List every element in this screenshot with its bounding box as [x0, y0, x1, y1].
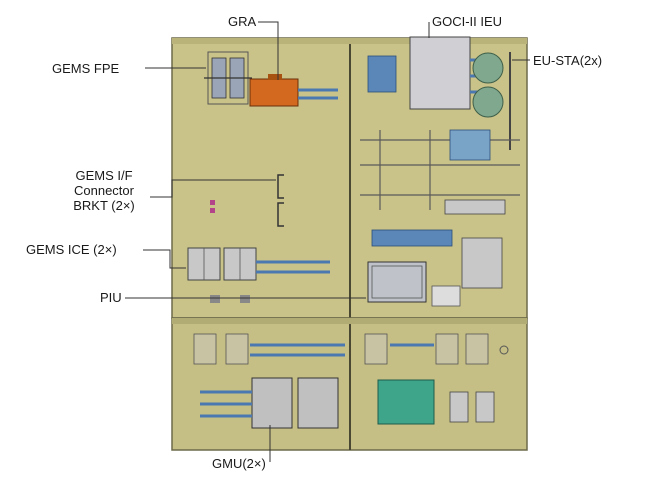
label-gems-if-line2: Connector — [74, 183, 134, 198]
label-gems-if-line1: GEMS I/F — [75, 168, 133, 183]
label-piu: PIU — [100, 290, 122, 305]
eu-sta-units — [472, 52, 511, 150]
label-gmu: GMU(2×) — [212, 456, 266, 471]
gems-fpe-unit — [204, 51, 252, 105]
label-gems-if-line3: BRKT (2×) — [73, 198, 135, 213]
gems-ice-units — [187, 247, 330, 303]
gra-unit — [249, 74, 338, 107]
goci-ieu-unit — [367, 36, 492, 110]
lower-panel-boxes — [193, 333, 489, 365]
harness-routing — [360, 129, 520, 289]
label-eu-sta: EU-STA(2x) — [533, 53, 603, 68]
gems-if-connector-brackets — [210, 174, 284, 227]
lower-right-units — [377, 345, 509, 425]
label-gra: GRA — [228, 14, 257, 29]
leader-lines — [125, 21, 530, 462]
label-gems-fpe: GEMS FPE — [52, 61, 120, 76]
gmu-units — [200, 377, 339, 429]
label-gems-ice: GEMS ICE (2×) — [26, 242, 117, 257]
label-gems-if-connector: GEMS I/F Connector BRKT (2×) — [64, 168, 144, 213]
piu-unit — [367, 261, 461, 307]
label-goci-ieu: GOCI-II IEU — [432, 14, 503, 29]
